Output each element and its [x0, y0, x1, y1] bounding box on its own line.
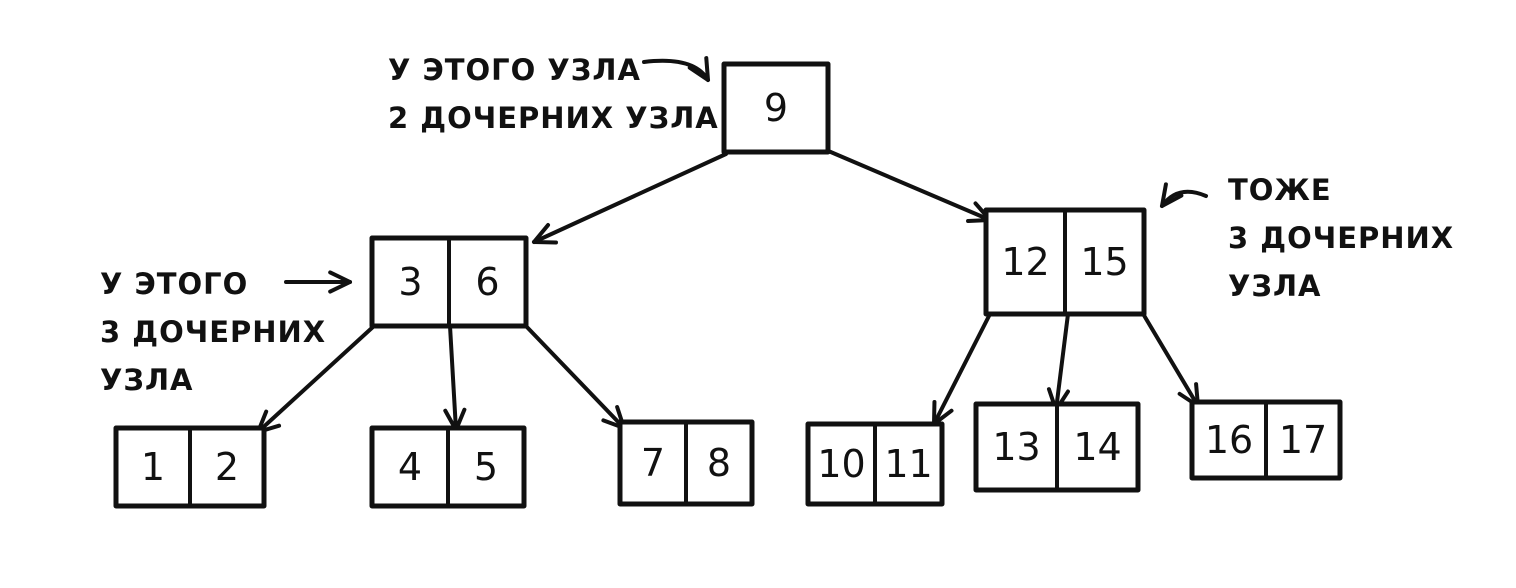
root-annotation-arrow-head	[687, 56, 710, 82]
internal-node-right-key: 12	[1001, 240, 1049, 284]
right-annotation-line-3: УЗЛА	[1228, 269, 1322, 303]
leaf-node-6-key: 16	[1205, 418, 1253, 462]
root-annotation-line-1: У ЭТОГО УЗЛА	[388, 53, 641, 87]
leaf-node-1-key: 1	[141, 445, 165, 489]
leaf-node-4: 10 11	[805, 421, 945, 507]
internal-node-right-key: 15	[1080, 240, 1128, 284]
root-node-key: 9	[764, 86, 788, 130]
internal-node-left-key: 3	[398, 260, 422, 304]
right-annotation-line-1: ТОЖЕ	[1228, 173, 1332, 207]
right-annotation-arrow-head	[1160, 182, 1184, 208]
leaf-node-5-key: 13	[992, 425, 1040, 469]
edge-root-to-left	[532, 152, 728, 244]
edge-right-to-leaf-6	[1140, 310, 1200, 408]
leaf-node-5: 13 14	[973, 401, 1141, 493]
leaf-node-3-key: 7	[641, 441, 665, 485]
edge-root-to-right	[824, 148, 992, 222]
edge-root-to-left-head	[532, 223, 558, 245]
leaf-node-2-key: 5	[474, 445, 498, 489]
leaf-node-1-key: 2	[215, 445, 239, 489]
left-annotation-line-1: У ЭТОГО	[100, 267, 249, 301]
internal-node-right: 12 15	[983, 207, 1147, 317]
left-annotation-arrow-head	[328, 270, 352, 294]
edge-right-to-leaf-4	[932, 312, 992, 426]
leaf-node-4-key: 10	[817, 442, 865, 486]
left-annotation-line-2: 3 ДОЧЕРНИХ	[100, 315, 327, 349]
leaf-node-2-key: 4	[398, 445, 422, 489]
annotation-arrows	[284, 56, 1208, 294]
left-annotation-line-3: УЗЛА	[100, 363, 194, 397]
edge-left-to-leaf-2	[448, 324, 458, 432]
left-node-annotation: У ЭТОГО 3 ДОЧЕРНИХ УЗЛА	[100, 260, 326, 404]
edge-left-to-leaf-1	[256, 324, 376, 434]
edge-left-to-leaf-3	[522, 322, 626, 430]
edge-right-to-leaf-5	[1054, 312, 1070, 412]
right-node-annotation: ТОЖЕ 3 ДОЧЕРНИХ УЗЛА	[1228, 166, 1454, 310]
leaf-node-5-key: 14	[1073, 425, 1121, 469]
right-annotation-line-2: 3 ДОЧЕРНИХ	[1228, 221, 1455, 255]
root-node: 9	[721, 61, 831, 155]
root-annotation: У ЭТОГО УЗЛА 2 ДОЧЕРНИХ УЗЛА	[388, 46, 719, 142]
root-node-box	[721, 61, 831, 155]
internal-node-left-key: 6	[475, 260, 499, 304]
leaf-node-4-key: 11	[884, 442, 932, 486]
leaf-node-3-key: 8	[707, 441, 731, 485]
root-annotation-line-2: 2 ДОЧЕРНИХ УЗЛА	[388, 101, 719, 135]
leaf-node-6-key: 17	[1279, 418, 1327, 462]
